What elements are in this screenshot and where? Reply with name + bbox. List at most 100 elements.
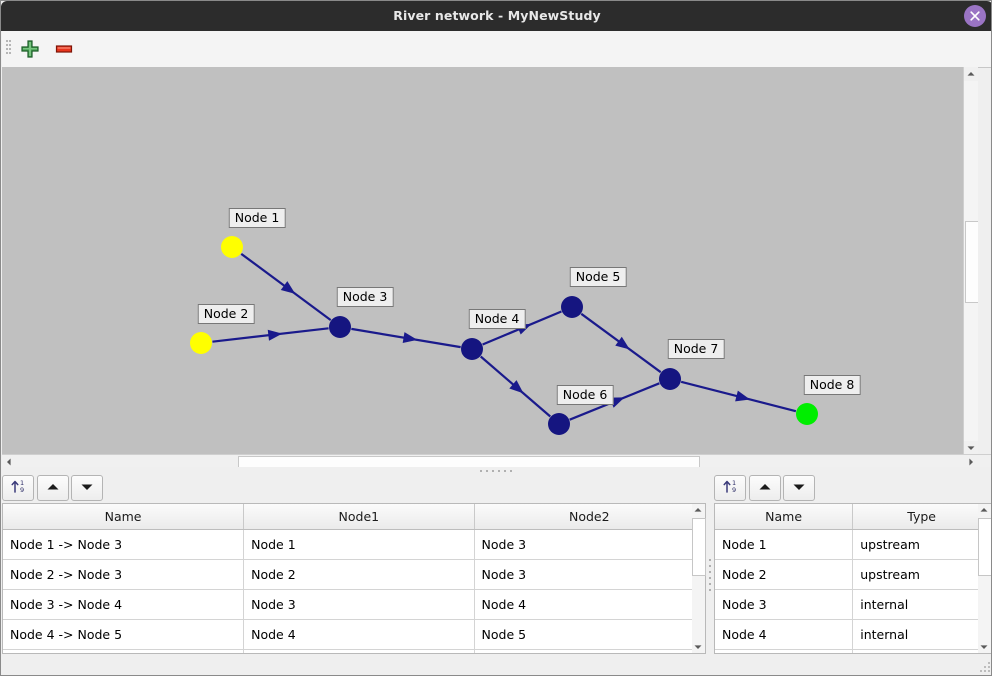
node-table-cell[interactable]: Node 1 [715, 529, 854, 560]
network-graph-canvas[interactable]: Node 1 Node 2 Node 3 Node 4 Node 5 Node 6 Node… [2, 67, 978, 455]
branch-table-cell[interactable]: Node 4 -> Node 5 [3, 619, 245, 650]
graph-node-label-node-5[interactable]: Node 5 [569, 267, 627, 287]
toolbar-drag-handle[interactable] [6, 40, 11, 58]
vertical-splitter[interactable] [706, 475, 714, 675]
graph-node-label-node-6[interactable]: Node 6 [556, 385, 614, 405]
arrow-up-icon [47, 484, 59, 490]
node-table-cell[interactable]: internal [852, 589, 991, 620]
node-column-header-type[interactable]: Type [852, 504, 991, 530]
graph-node-node-4[interactable] [461, 338, 483, 360]
node-scroll-down-button[interactable] [977, 640, 991, 654]
arrow-up-icon [759, 484, 771, 490]
branch-column-header-name[interactable]: Name [3, 504, 245, 530]
scroll-down-button[interactable] [964, 441, 978, 455]
branch-table-cell-empty[interactable] [243, 649, 475, 653]
branch-sort-button[interactable]: 1 9 [2, 475, 34, 501]
branch-table-cell[interactable]: Node 3 -> Node 4 [3, 589, 245, 620]
branch-vscroll-thumb[interactable] [692, 518, 706, 576]
node-table-cell[interactable]: upstream [852, 529, 991, 560]
add-node-button[interactable] [20, 39, 44, 60]
graph-vertical-scrollbar[interactable] [963, 67, 978, 455]
close-button[interactable] [964, 5, 986, 27]
graph-horizontal-scrollbar[interactable] [2, 454, 991, 470]
branch-table-cell-empty[interactable] [3, 649, 245, 653]
chevron-up-icon [694, 508, 702, 512]
graph-vscroll-thumb[interactable] [965, 221, 978, 303]
node-vscroll-thumb[interactable] [978, 518, 991, 576]
branch-table-cell[interactable]: Node 4 [243, 619, 475, 650]
scroll-right-button[interactable] [964, 455, 978, 469]
scroll-up-button[interactable] [964, 67, 978, 81]
svg-text:9: 9 [20, 486, 24, 494]
graph-node-node-3[interactable] [329, 316, 351, 338]
graph-node-node-7[interactable] [659, 368, 681, 390]
branch-column-header-node1[interactable]: Node1 [243, 504, 475, 530]
node-table-cell[interactable]: Node 4 [715, 619, 854, 650]
branch-table-cell[interactable]: Node 1 [243, 529, 475, 560]
node-table-vertical-scrollbar[interactable] [977, 503, 991, 654]
arrow-down-icon [793, 484, 805, 490]
branch-table-cell[interactable]: Node 5 [474, 619, 705, 650]
branch-move-up-button[interactable] [37, 475, 69, 501]
graph-node-node-2[interactable] [190, 332, 212, 354]
chevron-down-icon [967, 446, 975, 450]
node-table-row-empty[interactable] [715, 649, 991, 653]
svg-text:1: 1 [20, 479, 24, 487]
node-table-cell[interactable]: Node 3 [715, 589, 854, 620]
horizontal-splitter[interactable] [2, 467, 991, 475]
node-table-cell[interactable]: Node 2 [715, 559, 854, 590]
node-column-header-name[interactable]: Name [715, 504, 854, 530]
graph-node-label-node-2[interactable]: Node 2 [197, 304, 255, 324]
node-table-cell-empty[interactable] [715, 649, 854, 653]
graph-node-node-8[interactable] [796, 403, 818, 425]
node-table-cell-empty[interactable] [852, 649, 991, 653]
branch-table-cell[interactable]: Node 3 [474, 529, 705, 560]
branch-scroll-up-button[interactable] [691, 503, 705, 517]
branch-table-cell[interactable]: Node 3 [474, 559, 705, 590]
graph-node-label-node-8[interactable]: Node 8 [803, 375, 861, 395]
delete-minus-icon [55, 45, 73, 53]
branch-table-row-empty[interactable] [3, 649, 705, 653]
window-title: River network - MyNewStudy [393, 8, 601, 23]
graph-node-node-6[interactable] [548, 413, 570, 435]
graph-node-label-node-4[interactable]: Node 4 [468, 309, 526, 329]
network-graph-panel: Node 1 Node 2 Node 3 Node 4 Node 5 Node 6 Node… [2, 67, 991, 470]
node-sort-button[interactable]: 1 9 [714, 475, 746, 501]
resize-grip[interactable] [980, 662, 990, 673]
branch-column-header-node2[interactable]: Node2 [474, 504, 705, 530]
branch-table-cell[interactable]: Node 2 -> Node 3 [3, 559, 245, 590]
branch-table-vertical-scrollbar[interactable] [692, 503, 706, 654]
graph-edge-arrow [280, 281, 296, 294]
branch-table-cell-empty[interactable] [474, 649, 705, 653]
graph-node-label-node-3[interactable]: Node 3 [336, 287, 394, 307]
node-table-cell[interactable]: upstream [852, 559, 991, 590]
graph-node-label-node-1[interactable]: Node 1 [228, 208, 286, 228]
graph-nodes [190, 236, 818, 435]
delete-node-button[interactable] [54, 39, 78, 60]
branch-move-down-button[interactable] [71, 475, 103, 501]
branch-table-cell[interactable]: Node 2 [243, 559, 475, 590]
graph-node-node-5[interactable] [561, 296, 583, 318]
graph-vscroll-track[interactable] [964, 81, 978, 441]
scroll-left-button[interactable] [2, 455, 16, 469]
branch-scroll-down-button[interactable] [691, 640, 705, 654]
branch-table-cell[interactable]: Node 1 -> Node 3 [3, 529, 245, 560]
branch-table-cell[interactable]: Node 3 [243, 589, 475, 620]
branch-table-cell[interactable]: Node 4 [474, 589, 705, 620]
node-scroll-up-button[interactable] [977, 503, 991, 517]
node-table-cell[interactable]: internal [852, 619, 991, 650]
graph-node-label-node-7[interactable]: Node 7 [667, 339, 725, 359]
node-move-down-button[interactable] [783, 475, 815, 501]
node-move-up-button[interactable] [749, 475, 781, 501]
graph-node-node-1[interactable] [221, 236, 243, 258]
